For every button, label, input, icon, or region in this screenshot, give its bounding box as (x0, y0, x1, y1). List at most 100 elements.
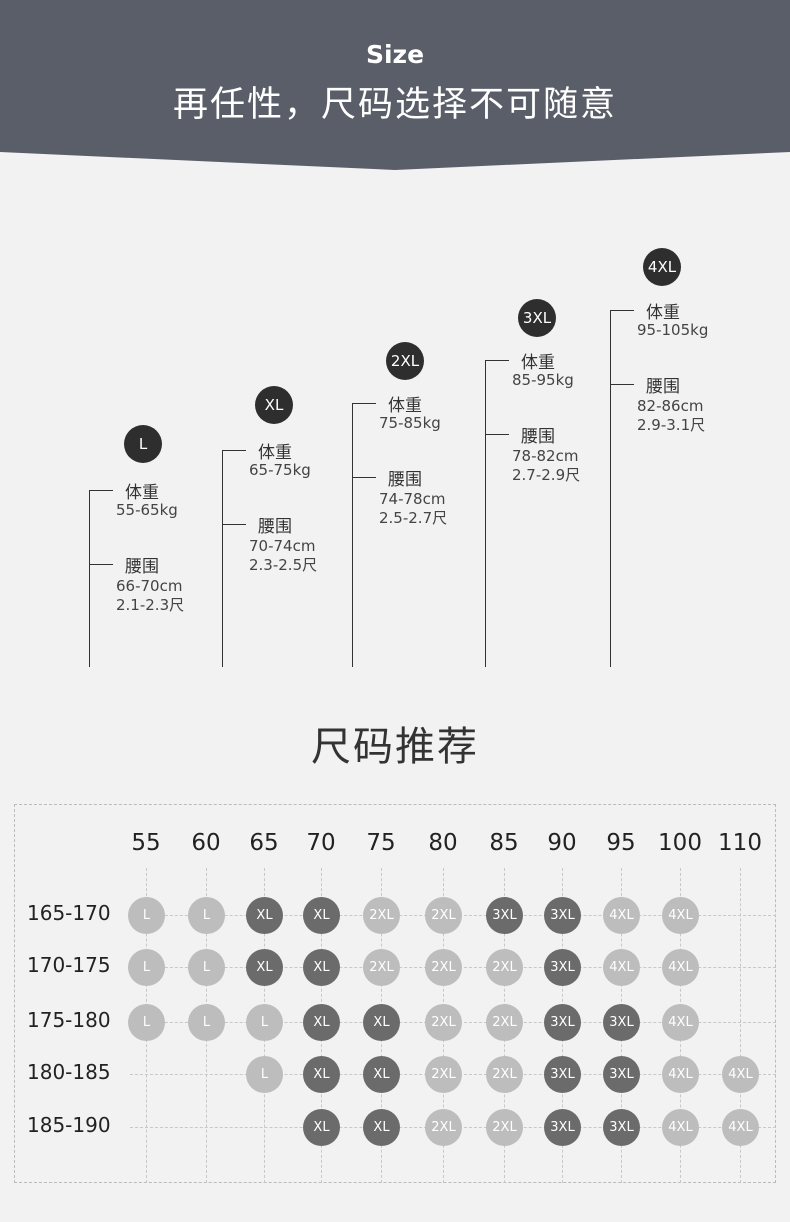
size-dot: 2XL (486, 1004, 523, 1041)
weight-value: 95-105kg (637, 321, 709, 339)
size-badge: L (124, 425, 162, 463)
size-dot: XL (303, 897, 340, 934)
weight-label: 体重 (388, 396, 422, 416)
size-dot: 3XL (603, 1004, 640, 1041)
size-dot: XL (363, 1004, 400, 1041)
size-dot: 3XL (544, 1056, 581, 1093)
size-badge: XL (255, 386, 293, 424)
size-column-tick (222, 524, 246, 525)
size-column-line (485, 360, 486, 667)
weight-column-label: 65 (249, 830, 279, 856)
height-row-label: 185-190 (27, 1113, 111, 1137)
size-dot: 3XL (603, 1056, 640, 1093)
header-background (0, 0, 790, 170)
weight-value: 65-75kg (249, 461, 311, 479)
size-dot: XL (303, 1056, 340, 1093)
weight-label: 体重 (521, 353, 555, 373)
height-row-label: 175-180 (27, 1008, 111, 1032)
waist-label: 腰围 (521, 427, 555, 447)
size-column-line (352, 403, 353, 667)
weight-label: 体重 (646, 303, 680, 323)
size-dot: 2XL (486, 949, 523, 986)
size-dot: 2XL (363, 897, 400, 934)
waist-cm-value: 70-74cm (249, 537, 316, 555)
size-column-tick (610, 310, 634, 311)
waist-chi-value: 2.5-2.7尺 (379, 509, 448, 527)
size-dot: L (188, 897, 225, 934)
size-dot: L (246, 1004, 283, 1041)
size-dot: XL (363, 1056, 400, 1093)
size-dot: XL (246, 897, 283, 934)
size-dot: L (188, 1004, 225, 1041)
size-dot: XL (303, 1004, 340, 1041)
size-dot: 3XL (544, 949, 581, 986)
waist-chi-value: 2.3-2.5尺 (249, 556, 318, 574)
size-column-tick (485, 434, 509, 435)
waist-label: 腰围 (125, 557, 159, 577)
size-dot: 2XL (425, 949, 462, 986)
size-dot: 4XL (722, 1109, 759, 1146)
waist-cm-value: 74-78cm (379, 490, 446, 508)
weight-label: 体重 (258, 443, 292, 463)
size-dot: 4XL (662, 1109, 699, 1146)
weight-column-label: 95 (606, 830, 636, 856)
waist-cm-value: 66-70cm (116, 577, 183, 595)
size-column-line (89, 490, 90, 667)
size-dot: 2XL (425, 1056, 462, 1093)
waist-chi-value: 2.1-2.3尺 (116, 596, 185, 614)
recommend-title: 尺码推荐 (311, 724, 479, 770)
weight-column-label: 60 (191, 830, 221, 856)
weight-value: 75-85kg (379, 414, 441, 432)
header-size-label: Size (365, 40, 425, 69)
waist-label: 腰围 (388, 470, 422, 490)
size-dot: 2XL (425, 1004, 462, 1041)
size-dot: 2XL (425, 1109, 462, 1146)
size-dot: 2XL (486, 1109, 523, 1146)
grid-column-line (740, 868, 741, 1183)
height-row-label: 165-170 (27, 901, 111, 925)
size-column-tick (610, 384, 634, 385)
size-dot: 4XL (662, 897, 699, 934)
weight-column-label: 100 (658, 830, 702, 856)
weight-label: 体重 (125, 483, 159, 503)
size-column-line (222, 450, 223, 667)
height-row-label: 170-175 (27, 953, 111, 977)
size-dot: XL (246, 949, 283, 986)
size-dot: 3XL (544, 897, 581, 934)
height-row-label: 180-185 (27, 1060, 111, 1084)
size-column-tick (352, 403, 376, 404)
waist-label: 腰围 (258, 517, 292, 537)
size-dot: 2XL (425, 897, 462, 934)
size-dot: 4XL (662, 949, 699, 986)
size-column-tick (485, 360, 509, 361)
weight-value: 55-65kg (116, 501, 178, 519)
size-dot: L (128, 897, 165, 934)
weight-column-label: 80 (428, 830, 458, 856)
weight-column-label: 75 (366, 830, 396, 856)
weight-column-label: 70 (306, 830, 336, 856)
size-badge: 2XL (386, 342, 424, 380)
size-dot: XL (303, 1109, 340, 1146)
size-dot: 3XL (603, 1109, 640, 1146)
size-dot: 4XL (603, 949, 640, 986)
size-dot: 2XL (363, 949, 400, 986)
header-title: 再任性，尺码选择不可随意 (172, 85, 617, 125)
size-column-tick (89, 564, 113, 565)
waist-label: 腰围 (646, 377, 680, 397)
waist-chi-value: 2.9-3.1尺 (637, 416, 706, 434)
header-banner: Size 再任性，尺码选择不可随意 (0, 0, 790, 172)
size-dot: 3XL (544, 1004, 581, 1041)
size-dot: L (246, 1056, 283, 1093)
weight-column-label: 90 (547, 830, 577, 856)
size-badge: 3XL (518, 299, 556, 337)
size-dot: 2XL (486, 1056, 523, 1093)
size-column-tick (89, 490, 113, 491)
size-badge: 4XL (643, 248, 681, 286)
waist-cm-value: 82-86cm (637, 397, 704, 415)
size-dot: 3XL (544, 1109, 581, 1146)
weight-value: 85-95kg (512, 371, 574, 389)
waist-chi-value: 2.7-2.9尺 (512, 466, 581, 484)
weight-column-label: 110 (718, 830, 762, 856)
weight-column-label: 55 (131, 830, 161, 856)
